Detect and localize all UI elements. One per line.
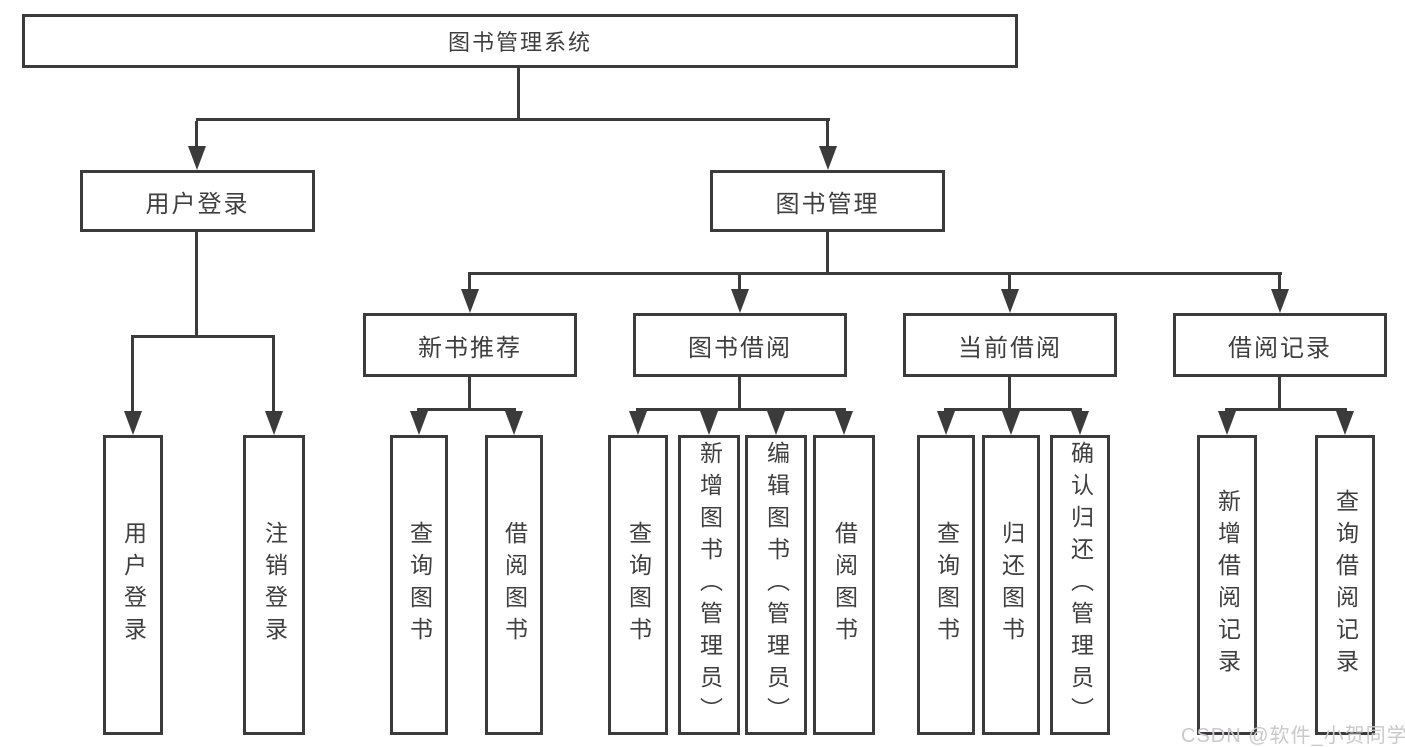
connector-line [195,232,198,338]
connector-line [944,408,1082,411]
leaf-logout-label: 注销登录 [261,521,288,649]
leaf-query-books-3-label: 查询图书 [933,521,960,649]
leaf-confirm-return-admin: 确认归还（管理员） [1050,435,1110,735]
leaf-confirm-return-admin-label: 确认归还（管理员） [1067,441,1094,729]
leaf-query-borrow-record: 查询借阅记录 [1315,435,1375,735]
leaf-query-books-2: 查询图书 [608,435,668,735]
connector-line [738,275,741,291]
connector-line [131,335,275,338]
arrowhead [1336,411,1354,435]
arrowhead [819,146,837,170]
arrowhead [1271,289,1289,313]
arrowhead [461,289,479,313]
arrowhead [505,411,523,435]
node-book-management-label: 图书管理 [775,190,880,218]
leaf-query-books-1-label: 查询图书 [406,521,433,649]
leaf-edit-books-admin: 编辑图书（管理员） [745,435,807,735]
connector-line [468,275,471,291]
arrowhead [1002,411,1020,435]
node-user-login: 用户登录 [80,170,315,232]
leaf-borrow-books-2-label: 借阅图书 [831,521,858,649]
arrowhead [629,411,647,435]
node-book-borrow-label: 图书借阅 [688,334,792,362]
leaf-add-borrow-record: 新增借阅记录 [1197,435,1257,735]
arrowhead [731,289,749,313]
connector-line [517,68,520,120]
leaf-add-books-admin-label: 新增图书（管理员） [696,441,723,729]
leaf-add-books-admin: 新增图书（管理员） [678,435,740,735]
connector-line [1008,275,1011,291]
leaf-query-books-1: 查询图书 [390,435,448,735]
node-book-management: 图书管理 [710,170,945,232]
node-book-borrow: 图书借阅 [633,313,847,377]
leaf-user-login: 用户登录 [103,435,163,735]
node-borrow-records-label: 借阅记录 [1228,334,1332,362]
leaf-borrow-books-1: 借阅图书 [485,435,543,735]
leaf-edit-books-admin-label: 编辑图书（管理员） [763,441,790,729]
node-current-borrow: 当前借阅 [903,313,1117,377]
leaf-user-login-label: 用户登录 [120,521,147,649]
leaf-return-books-label: 归还图书 [998,521,1025,649]
arrowhead [1218,411,1236,435]
connector-line [272,338,275,413]
leaf-borrow-books-1-label: 借阅图书 [501,521,528,649]
leaf-logout: 注销登录 [243,435,305,735]
connector-line [826,121,829,149]
connector-line [1008,377,1011,411]
arrowhead [767,411,785,435]
connector-line [738,377,741,411]
leaf-borrow-books-2: 借阅图书 [813,435,875,735]
connector-line [1278,377,1281,411]
node-new-book-recommend: 新书推荐 [363,313,577,377]
arrowhead [265,411,283,435]
connector-line [196,118,830,121]
leaf-add-borrow-record-label: 新增借阅记录 [1214,489,1241,681]
connector-line [468,272,1282,275]
connector-line [195,121,198,149]
arrowhead [700,411,718,435]
connector-line [1225,408,1347,411]
node-borrow-records: 借阅记录 [1173,313,1387,377]
leaf-return-books: 归还图书 [982,435,1040,735]
arrowhead [1071,411,1089,435]
arrowhead [188,146,206,170]
node-user-login-label: 用户登录 [145,190,250,218]
connector-line [131,338,134,413]
node-root: 图书管理系统 [22,14,1018,68]
arrowhead [410,411,428,435]
leaf-query-borrow-record-label: 查询借阅记录 [1332,489,1359,681]
leaf-query-books-3: 查询图书 [917,435,975,735]
node-new-book-recommend-label: 新书推荐 [418,334,522,362]
connector-line [417,408,516,411]
leaf-query-books-2-label: 查询图书 [625,521,652,649]
node-current-borrow-label: 当前借阅 [958,334,1062,362]
connector-line [826,232,829,275]
connector-line [468,377,471,411]
connector-line [1278,275,1281,291]
arrowhead [835,411,853,435]
connector-line [636,408,846,411]
arrowhead [124,411,142,435]
arrowhead [1001,289,1019,313]
arrowhead [937,411,955,435]
node-root-label: 图书管理系统 [447,30,592,55]
csdn-watermark: CSDN @软件_小贺同学 [1181,725,1405,747]
